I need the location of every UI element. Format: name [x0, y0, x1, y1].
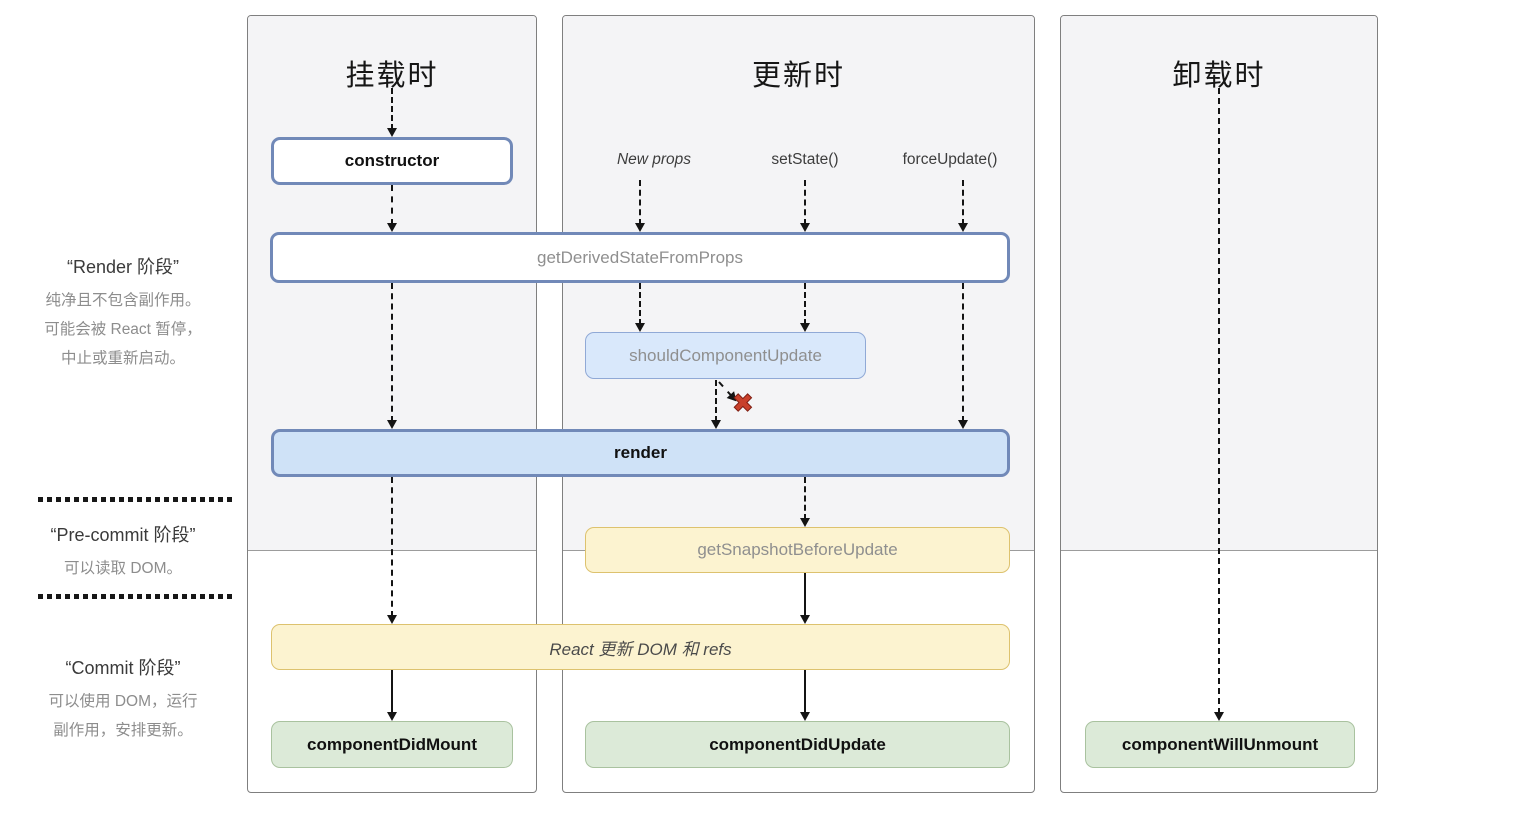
node-get-derived-state-from-props: getDerivedStateFromProps — [270, 232, 1010, 283]
arrow-render-to-reactupdates-mount — [386, 477, 398, 624]
commit-phase-title: “Commit 阶段” — [65, 658, 181, 678]
trigger-force-update: forceUpdate() — [902, 151, 998, 168]
render-phase-title: “Render 阶段” — [66, 257, 180, 277]
arrow-render-to-getsnapshot — [799, 477, 811, 527]
render-phase-legend: “Render 阶段” 纯净且不包含副作用。 可能会被 React 暂停， 中止… — [12, 253, 234, 373]
pre-commit-phase-legend: “Pre-commit 阶段” 可以读取 DOM。 — [12, 521, 234, 583]
arrow-forceupdate-bypass-to-render — [957, 283, 969, 429]
node-should-component-update: shouldComponentUpdate — [585, 332, 866, 379]
trigger-set-state: setState() — [771, 151, 839, 168]
node-render: render — [271, 429, 1010, 477]
arrow-getderivedstate-to-render-mount — [386, 283, 398, 429]
arrow-unmount-title-to-willunmount — [1213, 88, 1225, 721]
skip-render-x-icon: ✖ — [732, 388, 755, 418]
render-phase-line: 可能会被 React 暂停， — [44, 321, 202, 338]
commit-phase-legend: “Commit 阶段” 可以使用 DOM，运行 副作用，安排更新。 — [12, 654, 234, 745]
pre-commit-phase-title: “Pre-commit 阶段” — [50, 525, 196, 545]
node-component-will-unmount: componentWillUnmount — [1085, 721, 1355, 768]
arrow-forceupdate-to-getderivedstate — [957, 180, 969, 232]
node-constructor: constructor — [271, 137, 513, 185]
phase-divider-top — [38, 497, 234, 502]
trigger-new-props: New props — [616, 151, 692, 168]
column-title-updating: 更新时 — [751, 60, 845, 92]
arrow-setstate-to-getderivedstate — [799, 180, 811, 232]
pre-commit-phase-line: 可以读取 DOM。 — [64, 560, 182, 577]
arrow-mount-title-to-constructor — [386, 88, 398, 137]
arrow-reactupdates-to-didupdate — [799, 670, 811, 721]
render-phase-line: 中止或重新启动。 — [60, 350, 185, 367]
column-title-mounting: 挂载时 — [345, 60, 439, 92]
render-phase-line: 纯净且不包含副作用。 — [45, 292, 201, 309]
column-title-unmounting: 卸载时 — [1172, 60, 1266, 92]
node-get-snapshot-before-update: getSnapshotBeforeUpdate — [585, 527, 1010, 573]
arrow-newprops-to-getderivedstate — [634, 180, 646, 232]
node-react-updates-dom: React 更新 DOM 和 refs — [271, 624, 1010, 670]
arrow-shouldupdate-to-render — [710, 380, 722, 429]
phase-divider-bottom — [38, 594, 234, 599]
arrow-getderivedstate-to-shouldupdate-right — [799, 283, 811, 332]
arrow-getderivedstate-to-shouldupdate-left — [634, 283, 646, 332]
node-component-did-mount: componentDidMount — [271, 721, 513, 768]
commit-phase-line: 副作用，安排更新。 — [53, 722, 193, 739]
arrow-reactupdates-to-didmount — [386, 670, 398, 721]
node-component-did-update: componentDidUpdate — [585, 721, 1010, 768]
commit-phase-line: 可以使用 DOM，运行 — [48, 693, 198, 710]
arrow-constructor-to-getderivedstate — [386, 185, 398, 232]
arrow-getsnapshot-to-reactupdates — [799, 573, 811, 624]
